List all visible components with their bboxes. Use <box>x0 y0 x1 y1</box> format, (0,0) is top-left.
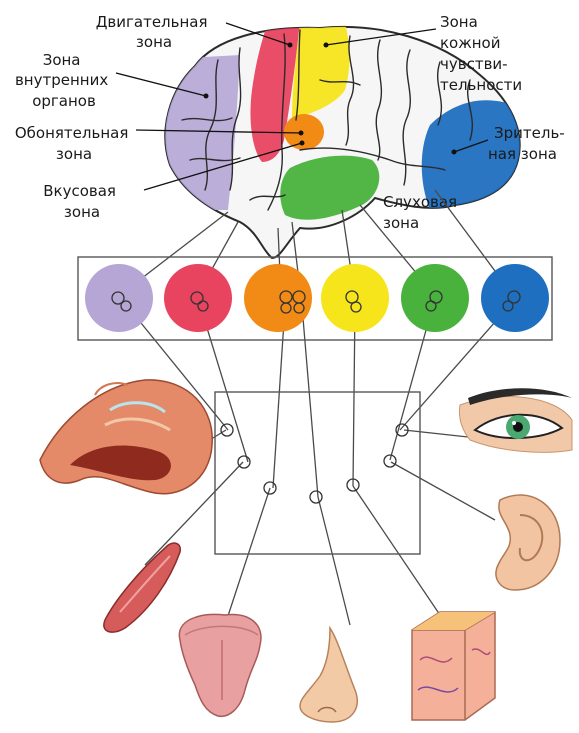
internal-organs-circle <box>85 264 153 332</box>
auditory-circle <box>401 264 469 332</box>
receptor-rings <box>221 424 408 503</box>
internal-organs-zone-label: Зона внутренних органов <box>15 51 113 110</box>
visual-circle <box>481 264 549 332</box>
olfactory-circle <box>244 264 312 332</box>
skin-block-icon <box>412 612 495 720</box>
motor-circle <box>164 264 232 332</box>
zone-circles <box>85 264 549 332</box>
muscle-icon <box>104 543 180 632</box>
nose-icon <box>300 628 357 722</box>
skin-circle <box>321 264 389 332</box>
olfactory-zone <box>284 114 324 150</box>
skin-sensitivity-zone-label: Зона кожной чувстви- тельности <box>440 13 522 94</box>
internal-organs-zone <box>150 55 240 210</box>
ear-icon <box>496 495 560 590</box>
stomach-icon <box>40 380 212 494</box>
receptors-panel <box>215 392 420 554</box>
tongue-icon <box>179 614 261 716</box>
eye-icon <box>459 388 572 452</box>
olfactory-zone-label: Обонятельная зона <box>15 124 133 163</box>
taste-zone-label: Вкусовая зона <box>43 182 121 221</box>
auditory-zone-label: Слуховая зона <box>383 193 462 232</box>
motor-zone-label: Двигательная зона <box>96 13 213 51</box>
